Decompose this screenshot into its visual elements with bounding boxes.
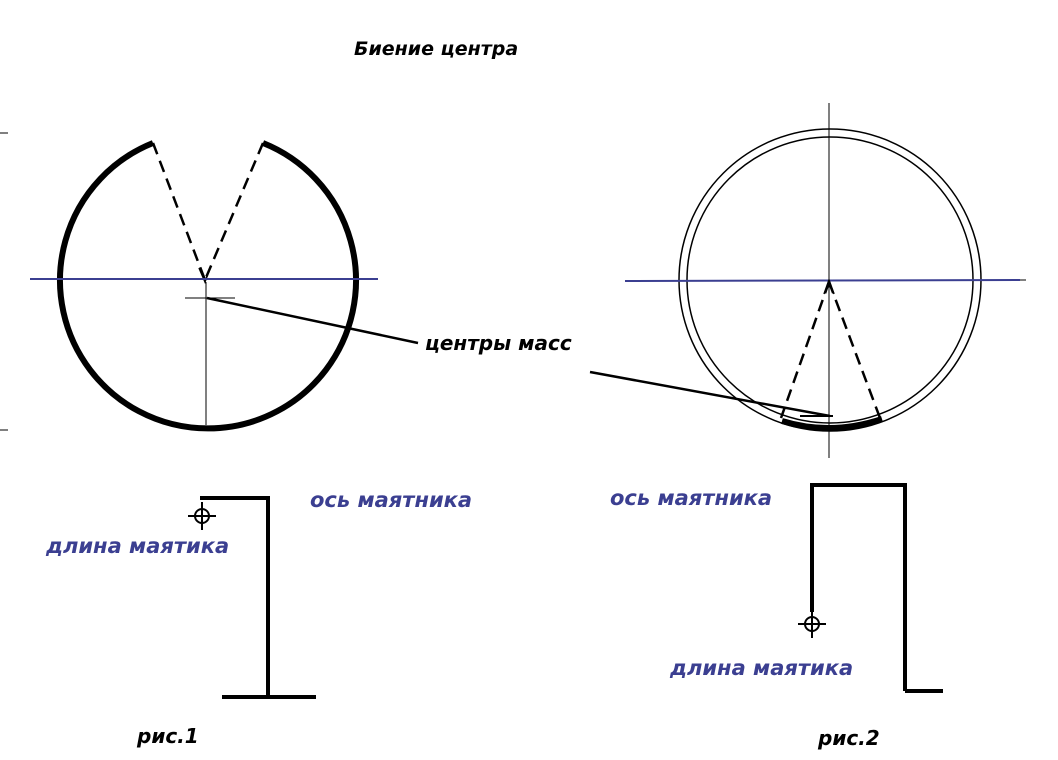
fig2-caption: рис.2 bbox=[818, 726, 880, 750]
fig2-ring-diagram bbox=[624, 103, 1026, 458]
fig2-pivot-icon bbox=[798, 610, 826, 638]
fig2-length-label: длина маятика bbox=[670, 656, 854, 680]
centers-of-mass-leader bbox=[206, 296, 831, 418]
fig2-arrow-head bbox=[823, 277, 835, 295]
fig1-dashed-line-left bbox=[151, 142, 207, 281]
fig2-dashed-line-right bbox=[827, 281, 882, 419]
centers-of-mass-label: центры масс bbox=[425, 331, 572, 355]
leader-line-fig1 bbox=[206, 296, 419, 345]
diagram-title: Биение центра bbox=[354, 38, 519, 60]
fig2-heavy-segment bbox=[781, 416, 883, 432]
fig1-length-label: длина маятика bbox=[46, 534, 230, 558]
fig1-pendulum bbox=[188, 496, 316, 699]
fig1-arrow-head bbox=[198, 267, 211, 285]
fig2-dashed-line-left bbox=[779, 281, 831, 419]
fig1-ring-arc bbox=[57, 140, 359, 432]
fig2-pendulum-frame bbox=[810, 483, 907, 691]
fig1-ring-diagram bbox=[0, 132, 378, 432]
fig2-horizontal-axis bbox=[624, 279, 1021, 282]
fig1-axis-label: ось маятника bbox=[310, 488, 473, 512]
fig1-caption: рис.1 bbox=[137, 724, 199, 748]
fig2-axis-label: ось маятника bbox=[610, 486, 773, 510]
fig2-pendulum bbox=[798, 483, 943, 693]
leader-line-fig2 bbox=[589, 370, 831, 418]
fig1-pivot-icon bbox=[188, 502, 216, 530]
fig1-dashed-line-right bbox=[203, 142, 265, 281]
fig1-pendulum-frame bbox=[200, 496, 270, 697]
